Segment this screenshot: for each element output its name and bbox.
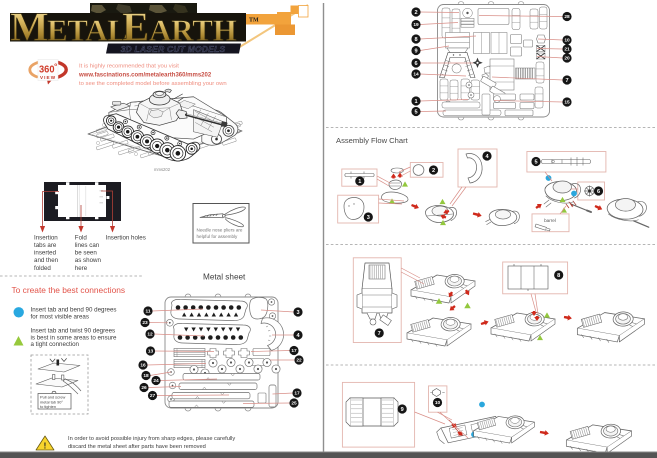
svg-text:14: 14: [413, 72, 419, 78]
svg-text:Insert tab and twist 90 degree: Insert tab and twist 90 degrees: [31, 328, 116, 335]
svg-text:helpful for assembly: helpful for assembly: [197, 234, 239, 239]
svg-text:as shown: as shown: [75, 257, 102, 264]
svg-text:and then: and then: [34, 257, 59, 264]
svg-text:1: 1: [358, 179, 361, 185]
svg-text:4: 4: [296, 333, 300, 339]
svg-text:Insert tab and bend 90 degrees: Insert tab and bend 90 degrees: [31, 307, 117, 314]
svg-text:www.fascinations.com/metaleart: www.fascinations.com/metalearth360/mms20…: [78, 72, 212, 78]
svg-text:lines can: lines can: [75, 242, 100, 249]
svg-text:2: 2: [414, 10, 417, 16]
svg-text:In order to avoid possible inj: In order to avoid possible injury from s…: [68, 436, 235, 442]
svg-text:barrel: barrel: [544, 218, 556, 223]
svg-text:ARTH: ARTH: [149, 13, 237, 48]
svg-text:22: 22: [296, 358, 302, 364]
svg-text:3D LASER CUT MODELS: 3D LASER CUT MODELS: [121, 44, 226, 54]
svg-text:is best in some areas to ensur: is best in some areas to ensure: [31, 334, 118, 341]
svg-text:tabs are: tabs are: [34, 242, 57, 249]
svg-text:7: 7: [565, 78, 568, 84]
svg-text:discard the metal sheet after: discard the metal sheet after parts have…: [68, 444, 206, 450]
svg-text:18: 18: [143, 373, 149, 379]
svg-text:here: here: [75, 265, 88, 272]
svg-text:To create the best connections: To create the best connections: [12, 285, 126, 295]
svg-text:19: 19: [413, 22, 419, 28]
svg-text:20: 20: [564, 56, 570, 62]
svg-text:VIEW: VIEW: [40, 75, 56, 80]
svg-text:7: 7: [378, 331, 381, 337]
svg-text:Fold: Fold: [75, 235, 88, 242]
svg-text:1: 1: [414, 99, 417, 105]
svg-text:10: 10: [435, 400, 441, 406]
svg-text:folded: folded: [34, 265, 51, 272]
svg-text:metal tab 90°: metal tab 90°: [40, 399, 63, 404]
svg-text:15: 15: [564, 100, 570, 106]
svg-text:24: 24: [153, 378, 159, 384]
svg-text:17: 17: [294, 391, 300, 397]
svg-text:26: 26: [141, 385, 147, 391]
svg-text:to see the completed model bef: to see the completed model before assemb…: [79, 81, 227, 87]
svg-text:16: 16: [140, 363, 146, 369]
svg-text:12: 12: [147, 332, 153, 338]
svg-text:9: 9: [414, 49, 417, 55]
svg-text:25: 25: [291, 401, 297, 407]
svg-text:ETAL: ETAL: [47, 13, 128, 48]
svg-text:3: 3: [367, 215, 370, 221]
svg-text:Insertion holes: Insertion holes: [106, 235, 146, 242]
svg-text:be seen: be seen: [75, 250, 98, 257]
svg-text:27: 27: [150, 393, 156, 399]
svg-text:3: 3: [296, 310, 299, 316]
svg-text:2: 2: [432, 168, 435, 174]
svg-text:E: E: [122, 4, 149, 50]
svg-text:8: 8: [557, 273, 560, 279]
svg-text:6: 6: [414, 61, 417, 67]
svg-text:13: 13: [148, 349, 154, 355]
svg-text:TM: TM: [249, 18, 259, 24]
svg-text:23: 23: [142, 320, 148, 326]
svg-text:to tighten: to tighten: [40, 404, 56, 409]
svg-text:4: 4: [485, 154, 489, 160]
svg-text:It is highly recommended that: It is highly recommended that you visit: [79, 64, 179, 70]
svg-text:inserted: inserted: [34, 250, 57, 257]
svg-text:17: 17: [291, 348, 297, 354]
svg-text:Insertion: Insertion: [34, 235, 58, 242]
svg-text:360: 360: [39, 64, 55, 76]
svg-text:Pull and screw: Pull and screw: [40, 395, 65, 400]
svg-text:for most visible areas: for most visible areas: [31, 313, 89, 320]
svg-text:Needle nose pliers are: Needle nose pliers are: [197, 228, 243, 233]
svg-text:9: 9: [401, 407, 404, 413]
svg-text:a tight connection: a tight connection: [31, 341, 80, 348]
svg-text:Assembly Flow Chart: Assembly Flow Chart: [336, 136, 409, 145]
svg-text:!: !: [44, 442, 47, 451]
svg-text:Metal sheet: Metal sheet: [203, 273, 246, 282]
svg-text:21: 21: [564, 47, 570, 53]
svg-text:6: 6: [597, 189, 600, 195]
svg-text:11: 11: [145, 309, 150, 315]
svg-text:5: 5: [414, 110, 417, 116]
svg-text:o: o: [54, 63, 57, 68]
svg-text:M: M: [10, 4, 49, 50]
svg-text:5: 5: [534, 160, 537, 166]
svg-text:mms202: mms202: [154, 167, 171, 172]
svg-text:8: 8: [414, 37, 417, 43]
svg-text:10: 10: [564, 38, 570, 44]
svg-text:28: 28: [564, 14, 570, 20]
